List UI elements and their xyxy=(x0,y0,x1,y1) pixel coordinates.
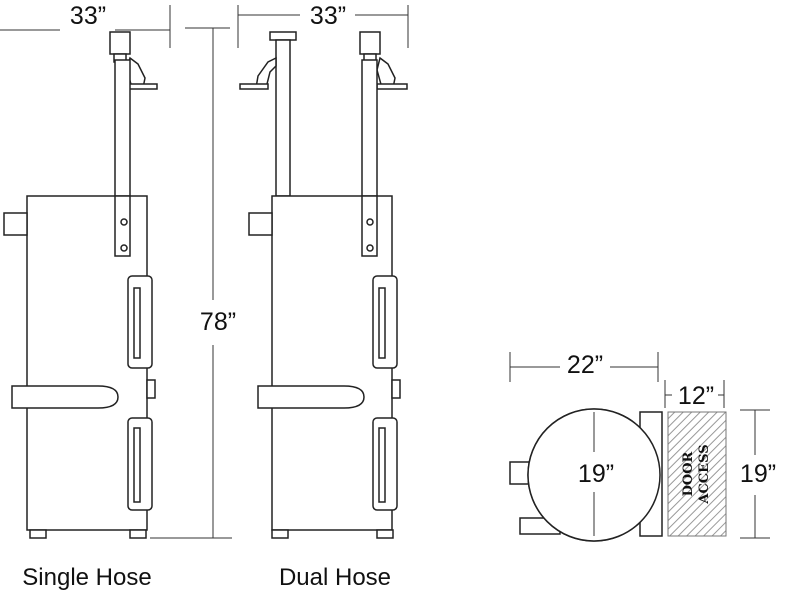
single-height-dimension: 78” xyxy=(150,27,236,539)
door-access-text-1: DOOR xyxy=(681,451,696,496)
top-depth-dimension: 22” xyxy=(509,351,659,382)
top-door-width-dimension: 12” xyxy=(664,380,725,410)
top-view: 22” 12” 19” DOOR ACCESS xyxy=(509,351,776,542)
door-access-area xyxy=(667,411,727,537)
dual-hose-caption: Dual Hose xyxy=(279,564,391,591)
dual-cabinet xyxy=(248,195,401,539)
single-width-dimension: 33” xyxy=(0,2,171,48)
single-width-label: 33” xyxy=(70,2,106,30)
dual-width-dimension: 33” xyxy=(237,2,409,48)
top-depth-label: 22” xyxy=(567,351,603,379)
top-door-width-label: 12” xyxy=(678,382,714,410)
top-side-label: 19” xyxy=(740,460,776,488)
single-height-label: 78” xyxy=(200,308,236,336)
dual-left-hose-arm xyxy=(239,31,297,197)
single-hose-unit: 33” xyxy=(0,2,236,591)
door-access-text-2: ACCESS xyxy=(697,444,712,504)
dual-hose-unit: 33” xyxy=(237,2,409,591)
top-diameter-label: 19” xyxy=(578,460,614,488)
single-hose-caption: Single Hose xyxy=(22,564,151,591)
dual-width-label: 33” xyxy=(310,2,346,30)
top-side-dimension: 19” xyxy=(740,409,776,539)
single-cabinet xyxy=(3,195,156,539)
